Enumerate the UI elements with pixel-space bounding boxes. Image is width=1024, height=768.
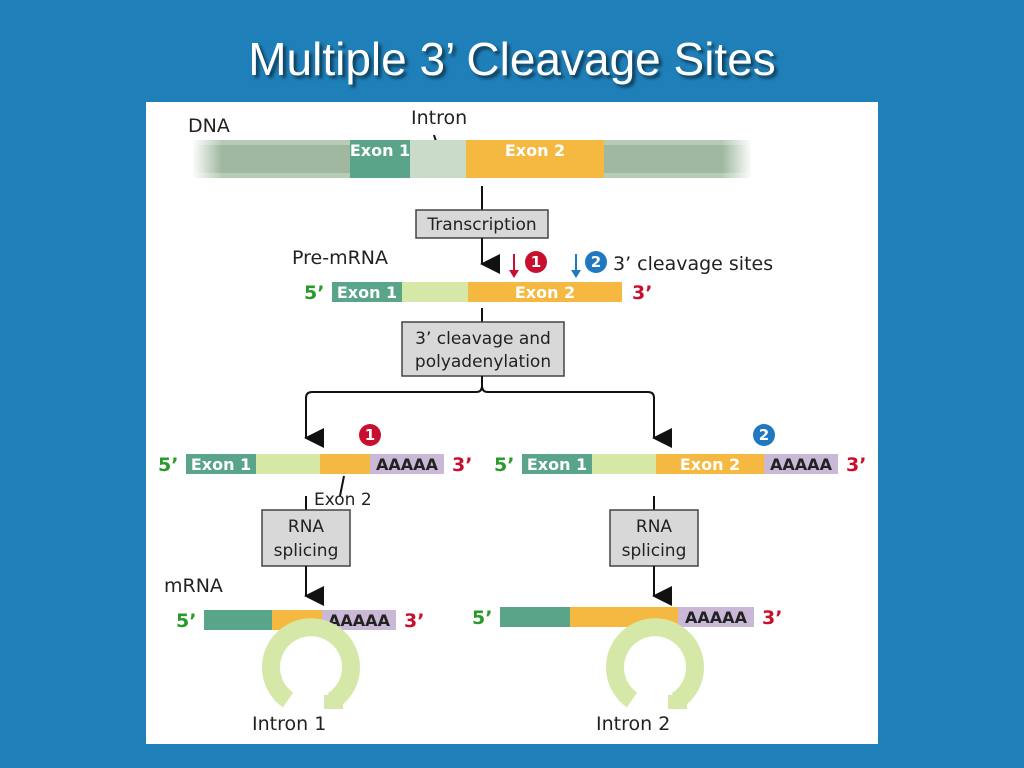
left-site1-marker — [359, 424, 381, 446]
dna-intron — [410, 140, 466, 178]
right-cleaved-rna: 5’ Exon 1 Exon 2 AAAAA 3’ — [494, 454, 866, 476]
right-splicing-box: RNA splicing — [609, 509, 699, 567]
right-site2-marker — [753, 424, 775, 446]
dna-label: DNA — [188, 115, 230, 137]
site2-number: 2 — [591, 253, 601, 271]
left-exon1-label: Exon 1 — [191, 455, 251, 474]
left-3prime: 3’ — [452, 454, 472, 476]
left-mrna-poly-a: AAAAA — [328, 611, 391, 630]
left-mrna: 5’ AAAAA 3’ — [176, 610, 424, 632]
right-5prime: 5’ — [494, 454, 514, 476]
left-cleaved-rna: 5’ Exon 1 AAAAA 3’ — [158, 454, 472, 476]
right-mrna: 5’ AAAAA 3’ — [472, 607, 782, 629]
intron2-lariat — [606, 618, 704, 709]
cleavage-line2: polyadenylation — [415, 352, 551, 372]
dna-exon1-label: Exon 1 — [350, 141, 410, 160]
pre-mrna-exon1-label: Exon 1 — [337, 283, 397, 302]
pre-mrna-strand: 5’ Exon 1 Exon 2 3’ — [304, 282, 652, 304]
dna-strand: Exon 1 Exon 2 — [192, 140, 752, 178]
pre-mrna-exon2-label: Exon 2 — [515, 283, 575, 302]
pre-mrna-5prime: 5’ — [304, 282, 324, 304]
diagram-figure: DNA Intron Exon 1 Exon 2 Transcription P… — [146, 102, 878, 744]
pre-mrna-label: Pre-mRNA — [292, 247, 388, 269]
pre-mrna-3prime: 3’ — [632, 282, 652, 304]
right-mrna-3prime: 3’ — [762, 607, 782, 629]
mrna-label: mRNA — [164, 575, 223, 597]
right-exon2-label: Exon 2 — [680, 455, 740, 474]
cleavage-line1: 3’ cleavage and — [415, 329, 551, 349]
slide-title: Multiple 3’ Cleavage Sites — [248, 33, 776, 85]
transcription-label: Transcription — [426, 215, 536, 235]
right-exon1-label: Exon 1 — [527, 455, 587, 474]
right-splicing-line1: RNA — [636, 517, 673, 537]
right-poly-a: AAAAA — [770, 455, 833, 474]
right-mrna-5prime: 5’ — [472, 607, 492, 629]
right-splicing-line2: splicing — [622, 541, 687, 561]
site1-number: 1 — [531, 253, 541, 271]
left-mrna-5prime: 5’ — [176, 610, 196, 632]
transcription-box: Transcription — [415, 209, 549, 239]
exon2-small-label: Exon 2 — [314, 490, 372, 510]
left-mrna-3prime: 3’ — [404, 610, 424, 632]
branch-right — [481, 385, 672, 448]
intron2-label: Intron 2 — [596, 713, 670, 735]
branch-left — [304, 376, 483, 448]
site2-marker — [585, 251, 607, 273]
dna-exon1 — [350, 140, 410, 178]
left-splicing-box: RNA splicing — [261, 509, 351, 567]
intron-label: Intron — [411, 107, 467, 129]
left-poly-a: AAAAA — [376, 455, 439, 474]
right-3prime: 3’ — [846, 454, 866, 476]
right-site2-number: 2 — [759, 426, 769, 444]
left-splicing-line2: splicing — [274, 541, 339, 561]
cleavage-polyadenylation-box: 3’ cleavage and polyadenylation — [401, 321, 565, 377]
diagram-canvas: DNA Intron Exon 1 Exon 2 Transcription P… — [158, 107, 866, 735]
left-site1-number: 1 — [365, 426, 375, 444]
cleavage-sites-label: 3’ cleavage sites — [613, 253, 773, 275]
intron1-lariat — [262, 618, 360, 709]
dna-exon2 — [466, 140, 604, 178]
left-5prime: 5’ — [158, 454, 178, 476]
intron1-label: Intron 1 — [252, 713, 326, 735]
exon2-pointer — [339, 475, 345, 497]
site1-marker — [525, 251, 547, 273]
dna-exon2-label: Exon 2 — [505, 141, 565, 160]
right-mrna-poly-a: AAAAA — [685, 608, 748, 627]
left-splicing-line1: RNA — [288, 517, 325, 537]
